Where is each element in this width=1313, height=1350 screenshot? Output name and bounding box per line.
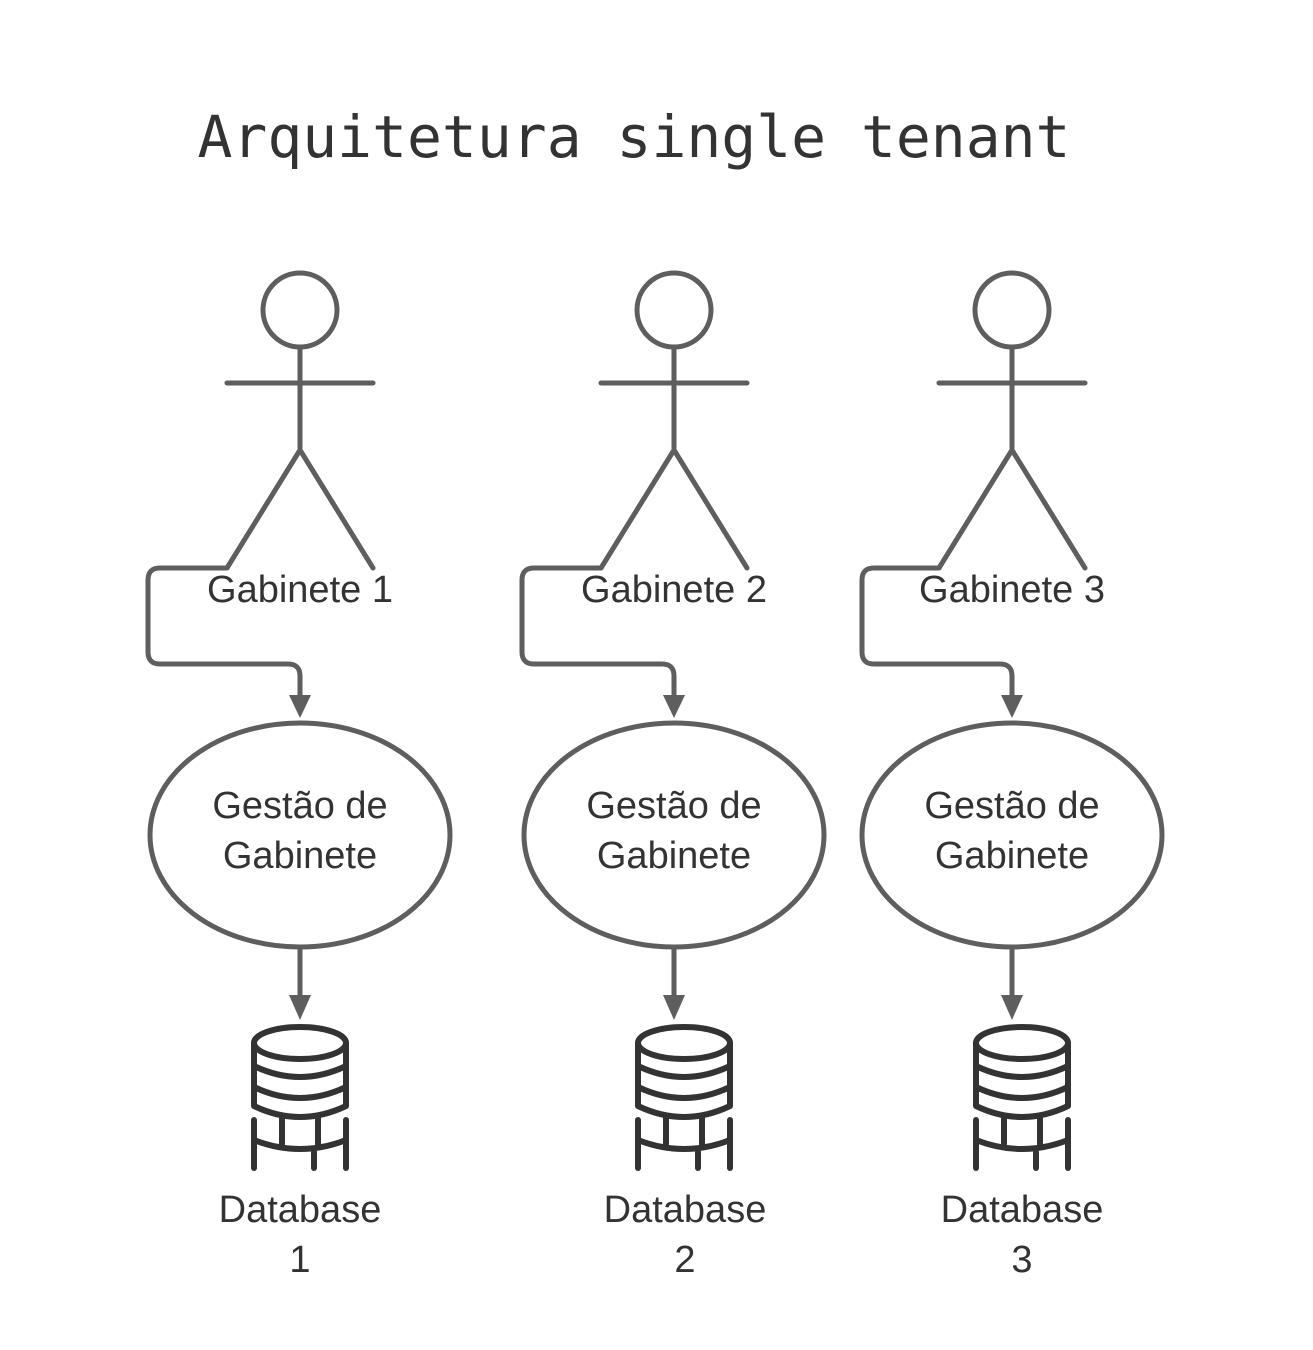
service-label-line2: Gabinete xyxy=(935,835,1089,877)
service-label-line2: Gabinete xyxy=(597,835,751,877)
database-icon xyxy=(635,1024,733,1171)
database-label-line2: 3 xyxy=(1011,1239,1032,1281)
service-label-line2: Gabinete xyxy=(223,835,377,877)
database-icon xyxy=(973,1024,1071,1171)
tenant-group-1: Gabinete 1 Gestão de Gabinete Database xyxy=(145,270,453,1281)
diagram-title: Arquitetura single tenant xyxy=(198,103,1071,171)
connector-arrow xyxy=(519,565,685,718)
tenant-group-3: Gabinete 3 Gestão de Gabinete Database xyxy=(859,270,1165,1281)
database-label-line2: 2 xyxy=(674,1239,695,1281)
connector-arrow xyxy=(859,565,1023,718)
connector-arrow xyxy=(145,565,311,718)
actor-label: Gabinete 2 xyxy=(581,569,767,611)
connector-arrow xyxy=(1001,945,1023,1020)
actor-label: Gabinete 1 xyxy=(207,569,393,611)
actor-icon xyxy=(936,270,1088,571)
tenant-group-2: Gabinete 2 Gestão de Gabinete Database xyxy=(519,270,827,1281)
service-label-line1: Gestão de xyxy=(586,785,761,827)
service-label-line1: Gestão de xyxy=(212,785,387,827)
connector-arrow xyxy=(663,945,685,1020)
actor-label: Gabinete 3 xyxy=(919,569,1105,611)
actor-icon xyxy=(224,270,376,571)
service-label-line1: Gestão de xyxy=(924,785,1099,827)
database-label-line1: Database xyxy=(941,1189,1104,1231)
actor-icon xyxy=(598,270,750,571)
database-label-line1: Database xyxy=(219,1189,382,1231)
connector-arrow xyxy=(289,945,311,1020)
database-label-line1: Database xyxy=(604,1189,767,1231)
database-icon xyxy=(251,1024,349,1171)
database-label-line2: 1 xyxy=(289,1239,310,1281)
